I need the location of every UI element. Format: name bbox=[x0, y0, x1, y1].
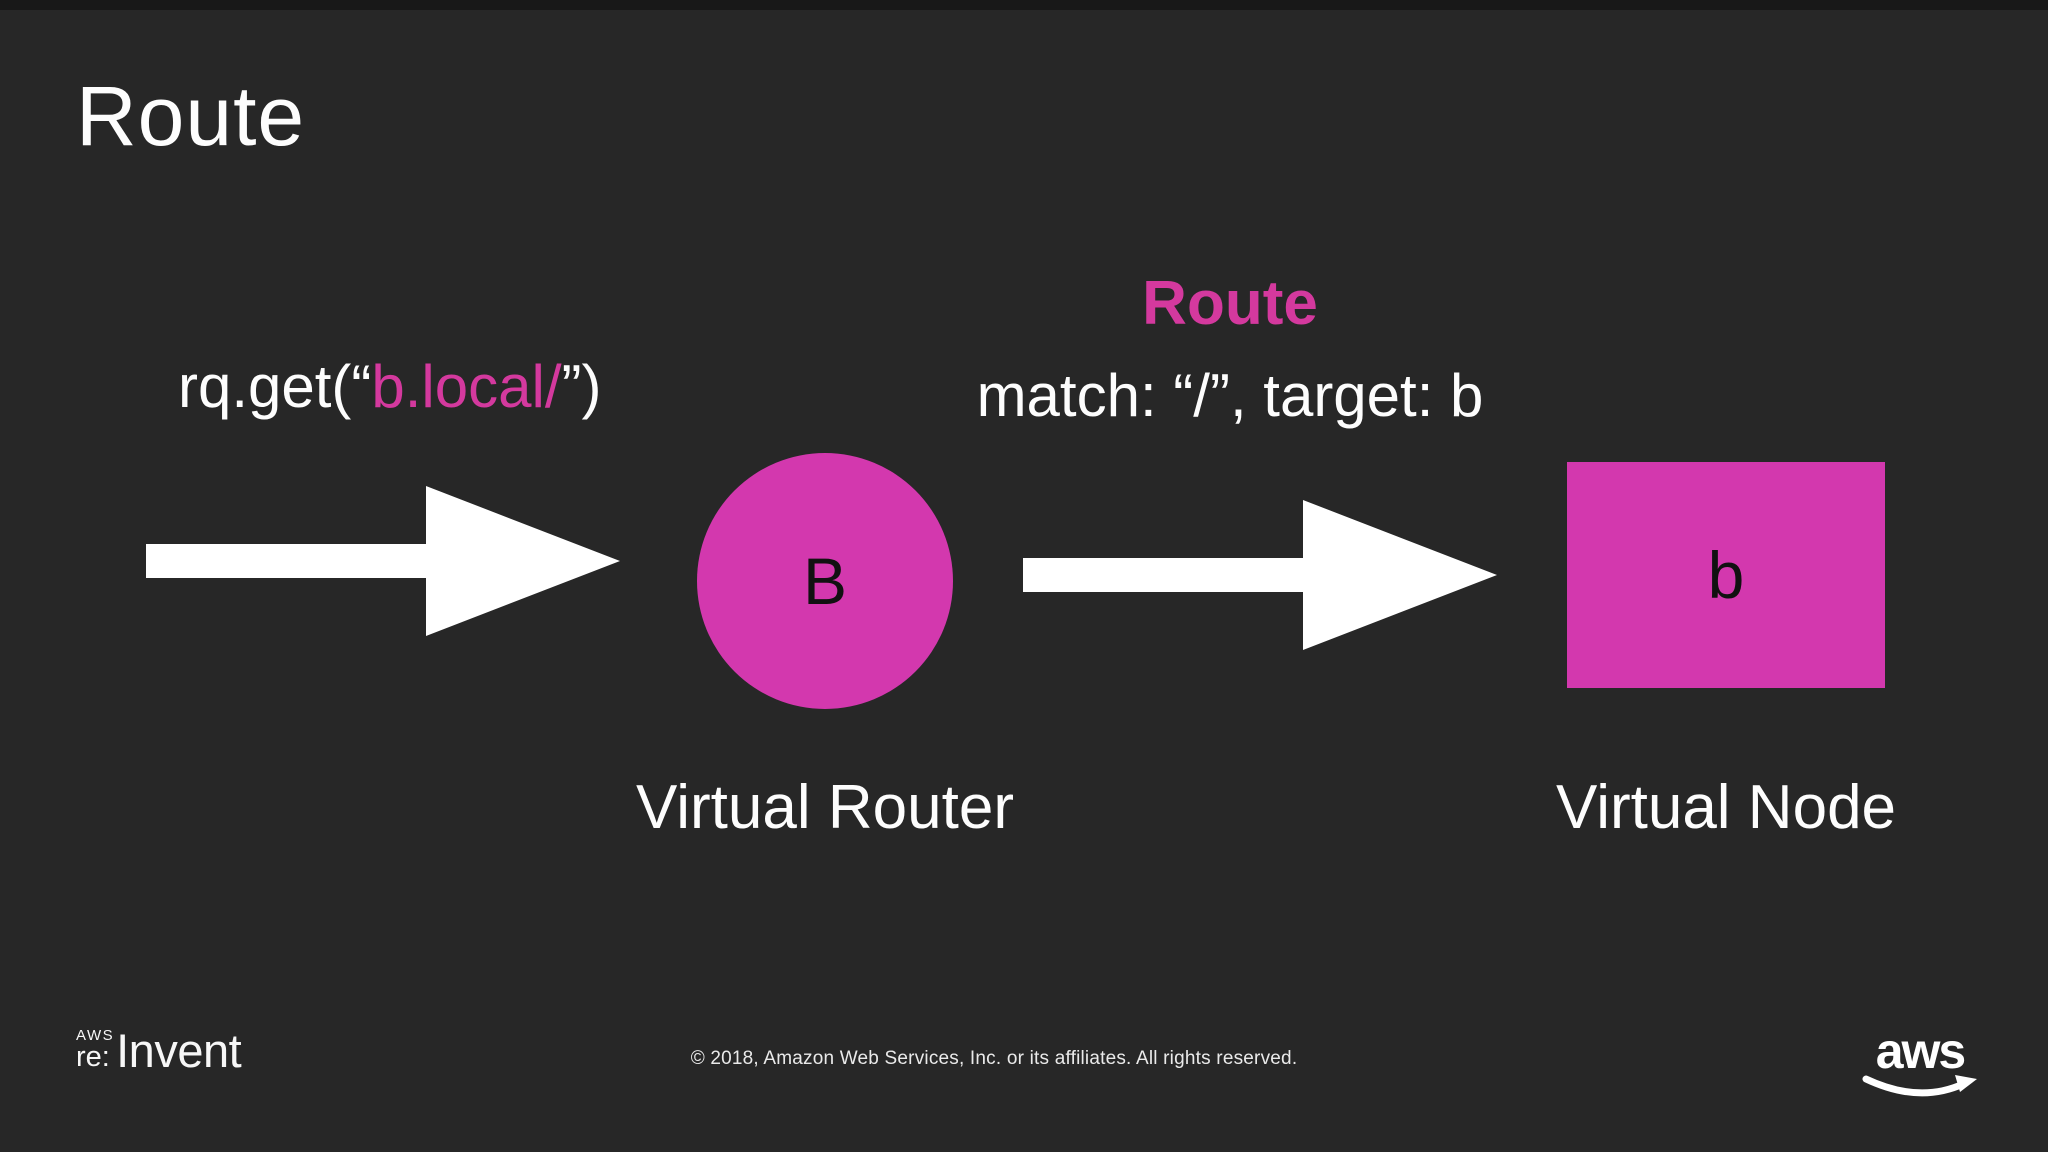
reinvent-logo-re-text: re: bbox=[76, 1041, 110, 1073]
arrow-right-icon bbox=[1023, 500, 1497, 650]
top-strip bbox=[0, 0, 2048, 10]
virtual-node-caption: Virtual Node bbox=[1555, 773, 1897, 842]
virtual-router-label: B bbox=[802, 544, 848, 618]
virtual-node-rect: b bbox=[1567, 462, 1885, 688]
virtual-router-caption: Virtual Router bbox=[636, 773, 1014, 842]
request-code-suffix: ”) bbox=[561, 353, 602, 420]
request-code-prefix: rq.get(“ bbox=[178, 353, 372, 420]
aws-logo-text: aws bbox=[1875, 1023, 1967, 1079]
virtual-node-label: b bbox=[1707, 538, 1745, 612]
reinvent-logo: AWS re: Invent bbox=[76, 1023, 242, 1077]
request-code-host: b.local/ bbox=[371, 353, 562, 420]
arrow-right-icon bbox=[146, 486, 620, 636]
virtual-router-circle: B bbox=[697, 453, 953, 709]
reinvent-logo-left: AWS re: bbox=[76, 1028, 114, 1072]
aws-logo: aws bbox=[1858, 1026, 1982, 1102]
route-callout-rule: match: “/”, target: b bbox=[976, 362, 1484, 429]
route-callout-heading: Route bbox=[1142, 269, 1318, 338]
page-title: Route bbox=[76, 69, 306, 163]
copyright-text: © 2018, Amazon Web Services, Inc. or its… bbox=[690, 1048, 1298, 1069]
reinvent-logo-invent-text: Invent bbox=[116, 1023, 242, 1077]
reinvent-logo-aws-text: AWS bbox=[76, 1027, 115, 1044]
aws-smile-icon bbox=[1862, 1075, 1977, 1097]
route-callout: Route match: “/”, target: b bbox=[950, 268, 1510, 430]
request-code-text: rq.get(“b.local/”) bbox=[178, 352, 601, 421]
